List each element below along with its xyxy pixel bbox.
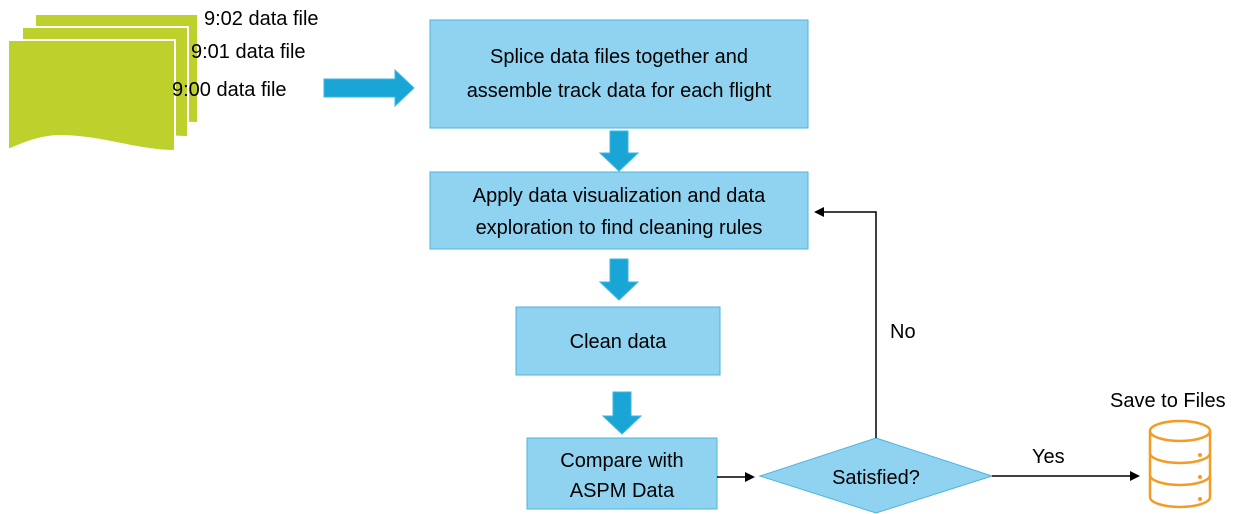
exploration-step-text-line-1: Apply data visualization and data bbox=[473, 185, 766, 207]
clean-step-text: Clean data bbox=[570, 331, 668, 353]
data-file-shape-front bbox=[7, 39, 176, 153]
compare-step-box bbox=[526, 437, 718, 510]
apply-to-clean-arrow bbox=[598, 258, 640, 301]
clean-step-box bbox=[515, 306, 721, 376]
files-to-splice-arrow bbox=[323, 68, 415, 108]
splice-step-text-line-2: assemble track data for each flight bbox=[467, 80, 772, 102]
yes-label: Yes bbox=[1032, 446, 1065, 468]
splice-step-box bbox=[429, 19, 809, 129]
save-to-files-label: Save to Files bbox=[1110, 390, 1226, 412]
clean-to-compare-arrow bbox=[601, 391, 643, 435]
no-loop-connector bbox=[814, 207, 877, 438]
file-label-900: 9:00 data file bbox=[172, 79, 287, 101]
database-icon bbox=[1148, 419, 1212, 509]
file-label-902: 9:02 data file bbox=[204, 8, 319, 30]
file-label-901: 9:01 data file bbox=[191, 41, 306, 63]
data-file-stack bbox=[7, 13, 199, 153]
no-label: No bbox=[890, 321, 916, 343]
splice-step-text-line-1: Splice data files together and bbox=[490, 46, 748, 68]
exploration-step-box bbox=[429, 171, 809, 250]
compare-step-text-line-2: ASPM Data bbox=[570, 480, 675, 502]
exploration-step-text-line-2: exploration to find cleaning rules bbox=[476, 217, 763, 239]
splice-to-apply-arrow bbox=[598, 130, 640, 172]
compare-step-text-line-1: Compare with bbox=[560, 450, 683, 472]
decision-label: Satisfied? bbox=[832, 467, 920, 489]
